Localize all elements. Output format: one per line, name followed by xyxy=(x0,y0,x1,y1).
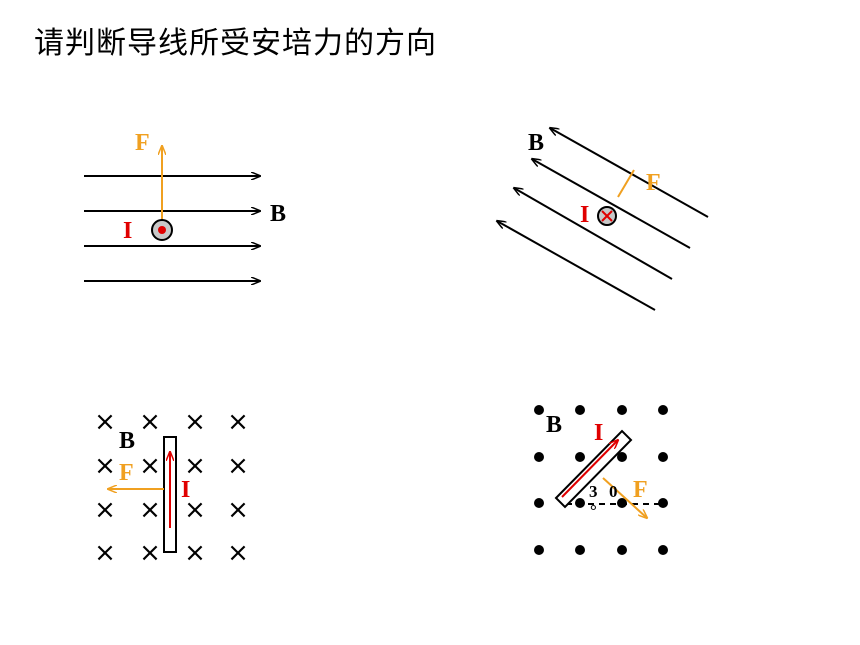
field-dot-icon xyxy=(575,405,585,415)
field-dot-icon xyxy=(617,545,627,555)
force-arrow xyxy=(602,477,647,518)
field-dot-icon xyxy=(575,545,585,555)
field-cross-icon: × xyxy=(227,495,249,525)
field-cross-icon: × xyxy=(184,407,206,437)
field-cross-icon: × xyxy=(227,451,249,481)
field-dot-icon xyxy=(534,452,544,462)
field-label: B xyxy=(546,412,562,438)
field-cross-icon: × xyxy=(139,407,161,437)
current-in-cross-icon xyxy=(601,210,613,222)
field-cross-icon: × xyxy=(227,538,249,568)
field-cross-icon: × xyxy=(227,407,249,437)
current-arrow xyxy=(561,440,618,498)
field-line xyxy=(532,159,691,249)
panel-2: B F I xyxy=(497,128,709,311)
force-label: F xyxy=(646,170,661,196)
field-cross-icon: × xyxy=(94,407,116,437)
current-label: I xyxy=(580,202,589,228)
field-line xyxy=(497,221,656,311)
field-dot-icon xyxy=(617,452,627,462)
field-dot-icon xyxy=(658,452,668,462)
current-label: I xyxy=(181,477,190,503)
field-label: B xyxy=(270,201,286,227)
panel-4: B I F 3 0 ° xyxy=(534,405,668,555)
field-dot-icon xyxy=(534,405,544,415)
field-into-page-grid: × × × × × × × × × × × × × × × × xyxy=(94,407,249,568)
angle-digit: 3 xyxy=(589,482,598,501)
field-dot-icon xyxy=(534,545,544,555)
field-cross-icon: × xyxy=(184,538,206,568)
angle-degree: ° xyxy=(590,501,597,520)
field-cross-icon: × xyxy=(94,495,116,525)
force-label: F xyxy=(119,460,134,486)
field-cross-icon: × xyxy=(139,538,161,568)
angle-digit: 0 xyxy=(609,482,618,501)
field-line xyxy=(550,128,709,218)
current-label: I xyxy=(594,420,603,446)
field-dot-icon xyxy=(534,498,544,508)
field-dot-icon xyxy=(658,405,668,415)
field-label: B xyxy=(119,428,135,454)
field-dot-icon xyxy=(658,498,668,508)
field-cross-icon: × xyxy=(139,495,161,525)
field-dot-icon xyxy=(575,452,585,462)
field-cross-icon: × xyxy=(94,538,116,568)
field-cross-icon: × xyxy=(184,451,206,481)
field-line xyxy=(514,188,673,280)
current-label: I xyxy=(123,218,132,244)
force-label: F xyxy=(633,477,648,503)
field-label: B xyxy=(528,130,544,156)
force-arrow xyxy=(617,169,635,198)
force-label: F xyxy=(135,130,150,156)
field-cross-icon: × xyxy=(94,451,116,481)
field-dot-icon xyxy=(617,405,627,415)
field-dot-icon xyxy=(658,545,668,555)
field-cross-icon: × xyxy=(184,495,206,525)
wire xyxy=(554,429,633,509)
field-cross-icon: × xyxy=(139,451,161,481)
page-title: 请判断导线所受安培力的方向 xyxy=(34,26,437,61)
panel-3: × × × × × × × × × × × × × × × × B F I xyxy=(94,407,249,568)
field-out-of-page-grid xyxy=(534,405,668,555)
panel-1: F B I xyxy=(84,130,286,281)
current-out-dot-icon xyxy=(158,226,166,234)
